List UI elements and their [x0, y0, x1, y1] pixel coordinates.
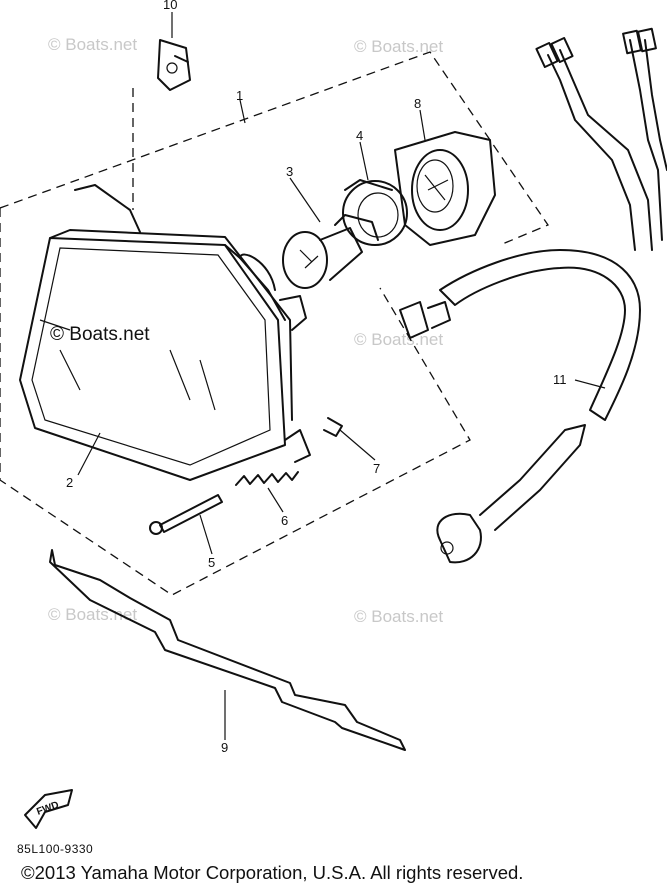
- leader-lines: [77, 12, 606, 740]
- socket-cover: [394, 131, 496, 246]
- callout-10: 10: [163, 0, 177, 12]
- copyright-notice: ©2013 Yamaha Motor Corporation, U.S.A. A…: [21, 862, 524, 883]
- callout-1: 1: [236, 88, 243, 103]
- watermark-bottom-right: © Boats.net: [354, 607, 443, 626]
- watermark-top-right: © Boats.net: [354, 37, 443, 56]
- callout-2: 2: [66, 475, 73, 490]
- watermark-top-left: © Boats.net: [48, 35, 137, 54]
- diagram-code: 85L100-9330: [17, 842, 94, 856]
- adjusting-screw: [149, 494, 223, 535]
- fwd-arrow-icon: FWD: [24, 789, 73, 829]
- watermark-mid-right: © Boats.net: [354, 330, 443, 349]
- callout-8: 8: [414, 96, 421, 111]
- fwd-label: FWD: [35, 800, 60, 818]
- callout-6: 6: [281, 513, 288, 528]
- callout-3: 3: [286, 164, 293, 179]
- callout-5: 5: [208, 555, 215, 570]
- callout-7: 7: [373, 461, 380, 476]
- headlight-unit: © Boats.net: [19, 184, 311, 481]
- callout-9: 9: [221, 740, 228, 755]
- callout-4: 4: [356, 128, 363, 143]
- wire-harness: [399, 27, 667, 564]
- bracket-plate: [49, 549, 406, 751]
- spring: [235, 471, 299, 486]
- bulb: [282, 214, 379, 289]
- mounting-bracket: [157, 39, 191, 91]
- watermark-bottom-left: © Boats.net: [48, 605, 137, 624]
- bulb-retainer: [342, 179, 408, 246]
- clip: [323, 417, 343, 437]
- watermark-headlight: © Boats.net: [50, 324, 150, 345]
- callout-11: 11: [553, 372, 567, 387]
- callouts: 1 2 3 4 5 6 7 8 9 10 11: [66, 0, 567, 755]
- assembly-outline: [0, 51, 549, 596]
